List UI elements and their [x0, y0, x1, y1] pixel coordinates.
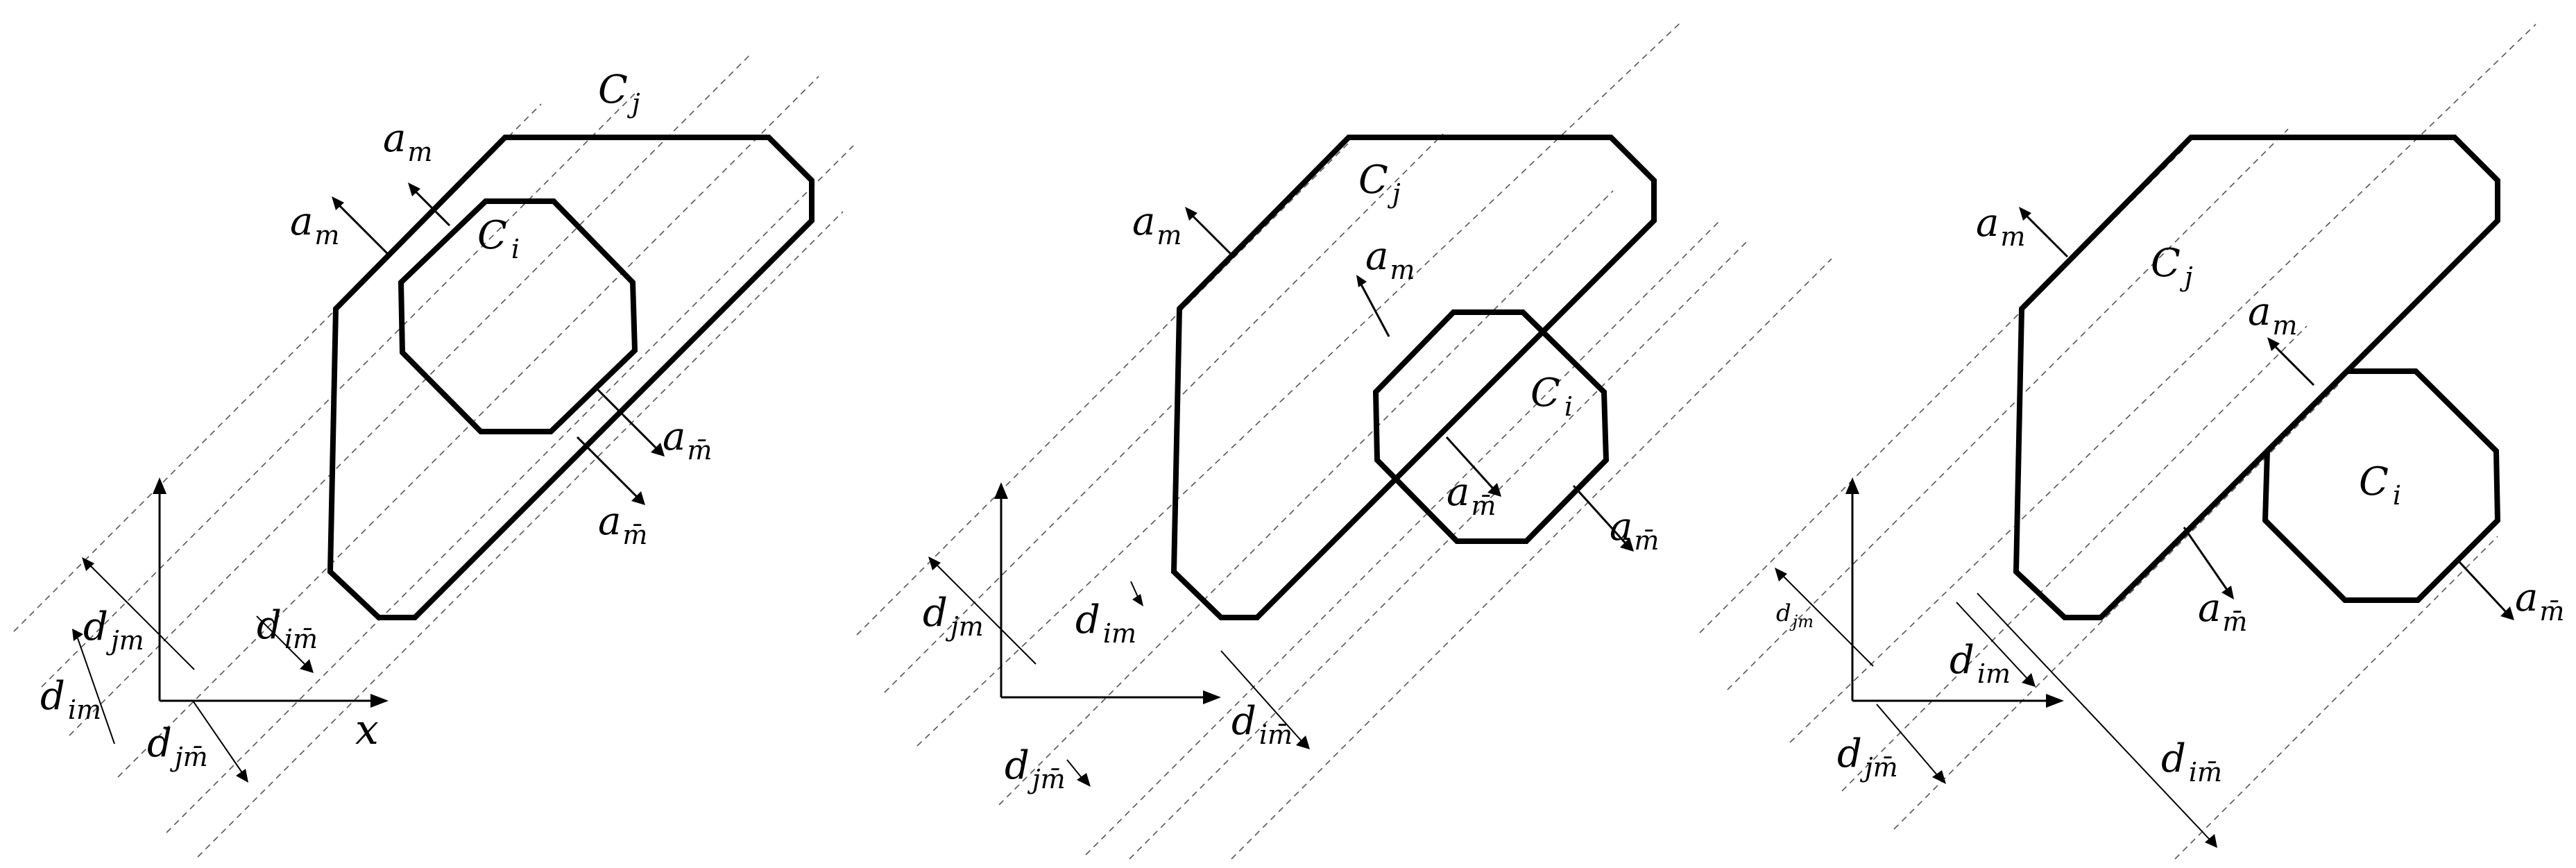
guide-lines — [856, 20, 1832, 860]
label-am-2: am — [2248, 289, 2297, 341]
label-ambar-2: am̄ — [1610, 504, 1659, 556]
arrows — [928, 207, 1634, 787]
label-am-1: am — [383, 116, 432, 167]
arrows — [1775, 207, 2514, 848]
octagon-ci — [1372, 309, 1610, 544]
label-am-2: am — [290, 199, 339, 250]
label-ambar-1: am̄ — [1447, 470, 1496, 521]
octagon-ci — [398, 198, 638, 434]
arrows — [72, 182, 665, 783]
label-ambar-1: am̄ — [663, 414, 712, 466]
label-ambar-1: am̄ — [2198, 586, 2247, 637]
guide-lines — [1699, 24, 2536, 860]
label-djm: djm — [1776, 599, 1814, 631]
polygon-cj — [327, 135, 814, 620]
octagon-ci — [2262, 368, 2501, 603]
polygon-cj — [1170, 135, 1657, 620]
axes — [153, 477, 389, 708]
guide-lines — [13, 55, 854, 858]
label-ambar-2: am̄ — [598, 499, 647, 550]
label-ambar-2: am̄ — [2515, 575, 2564, 627]
label-am-2: am — [1365, 234, 1415, 285]
label-x-axis: x — [355, 706, 379, 754]
axes — [1845, 477, 2064, 708]
label-am-1: am — [1132, 199, 1182, 250]
label-am-1: am — [1976, 201, 2025, 252]
polygon-cj — [2013, 135, 2500, 620]
axes — [994, 482, 1221, 704]
